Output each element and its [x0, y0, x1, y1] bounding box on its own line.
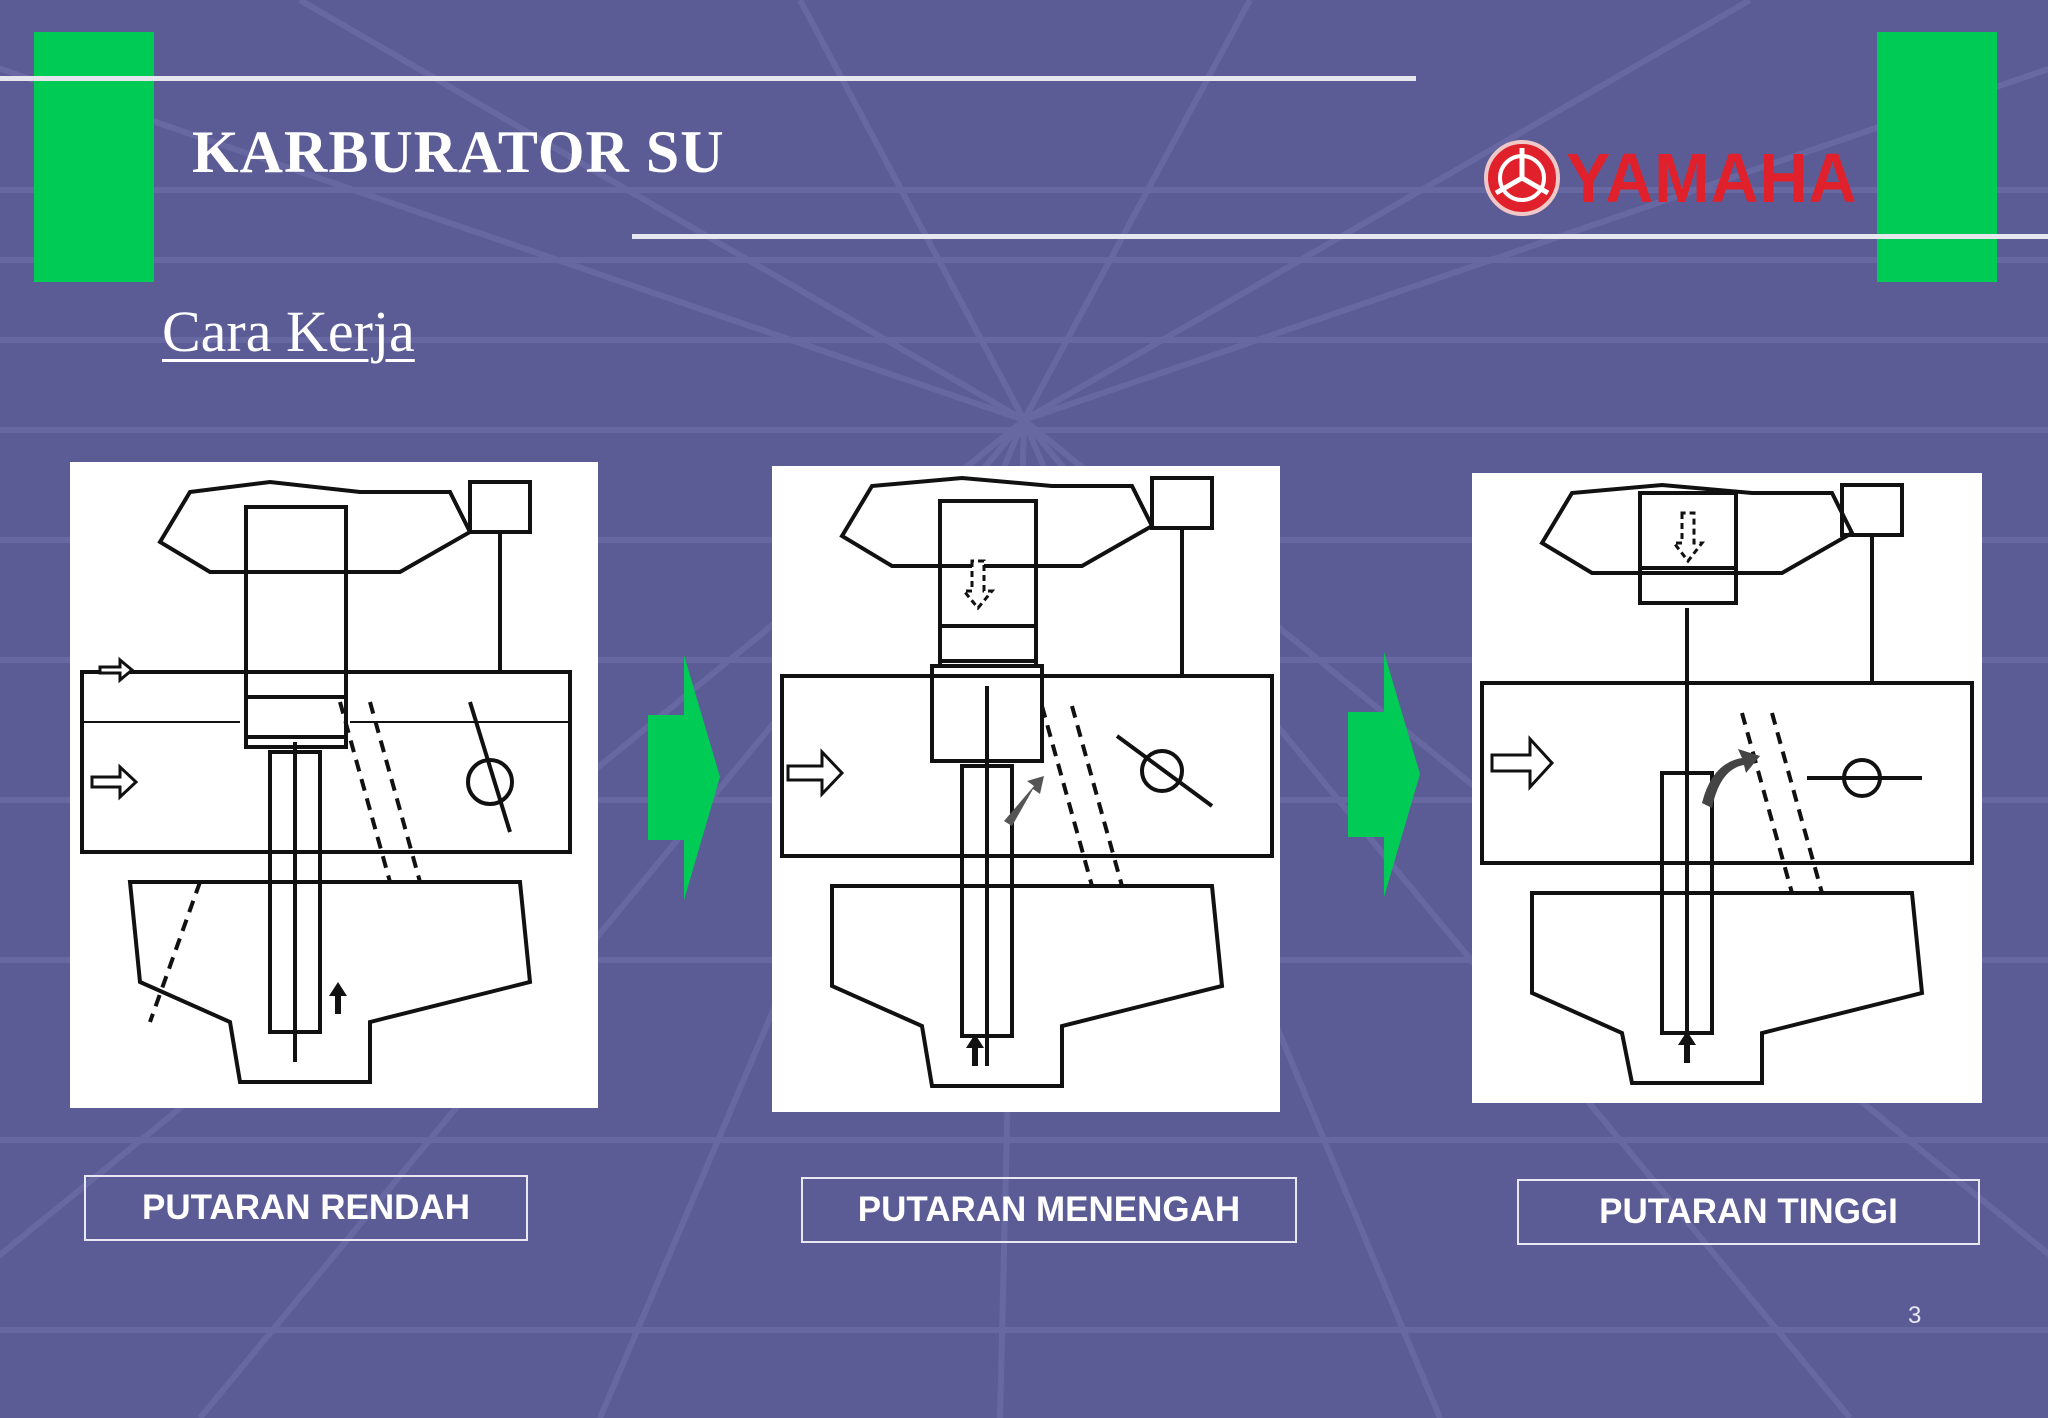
label-low-speed: PUTARAN RENDAH — [84, 1175, 528, 1241]
carburetor-schematic-high — [1480, 482, 1974, 1085]
section-subtitle: Cara Kerja — [162, 299, 415, 364]
label-high-speed: PUTARAN TINGGI — [1517, 1179, 1980, 1245]
slide-title: KARBURATOR SU — [192, 119, 725, 185]
right-accent-bar — [1877, 32, 1997, 282]
yamaha-logo: YAMAHA — [1482, 138, 1856, 218]
label-medium-speed: PUTARAN MENENGAH — [801, 1177, 1297, 1243]
top-rule — [0, 76, 1416, 81]
carburetor-diagram-low — [70, 462, 598, 1108]
page-number: 3 — [1908, 1302, 1922, 1329]
header-rule — [632, 234, 2048, 239]
carburetor-schematic-medium — [780, 475, 1274, 1088]
left-accent-bar — [34, 32, 154, 282]
yamaha-emblem-icon — [1484, 140, 1560, 216]
logo-wordmark: YAMAHA — [1566, 139, 1858, 217]
flow-arrow-icon — [1348, 652, 1420, 897]
carburetor-diagram-high — [1472, 473, 1982, 1103]
carburetor-schematic-low — [80, 479, 572, 1084]
flow-arrow-icon — [648, 655, 720, 900]
carburetor-diagram-medium — [772, 466, 1280, 1112]
